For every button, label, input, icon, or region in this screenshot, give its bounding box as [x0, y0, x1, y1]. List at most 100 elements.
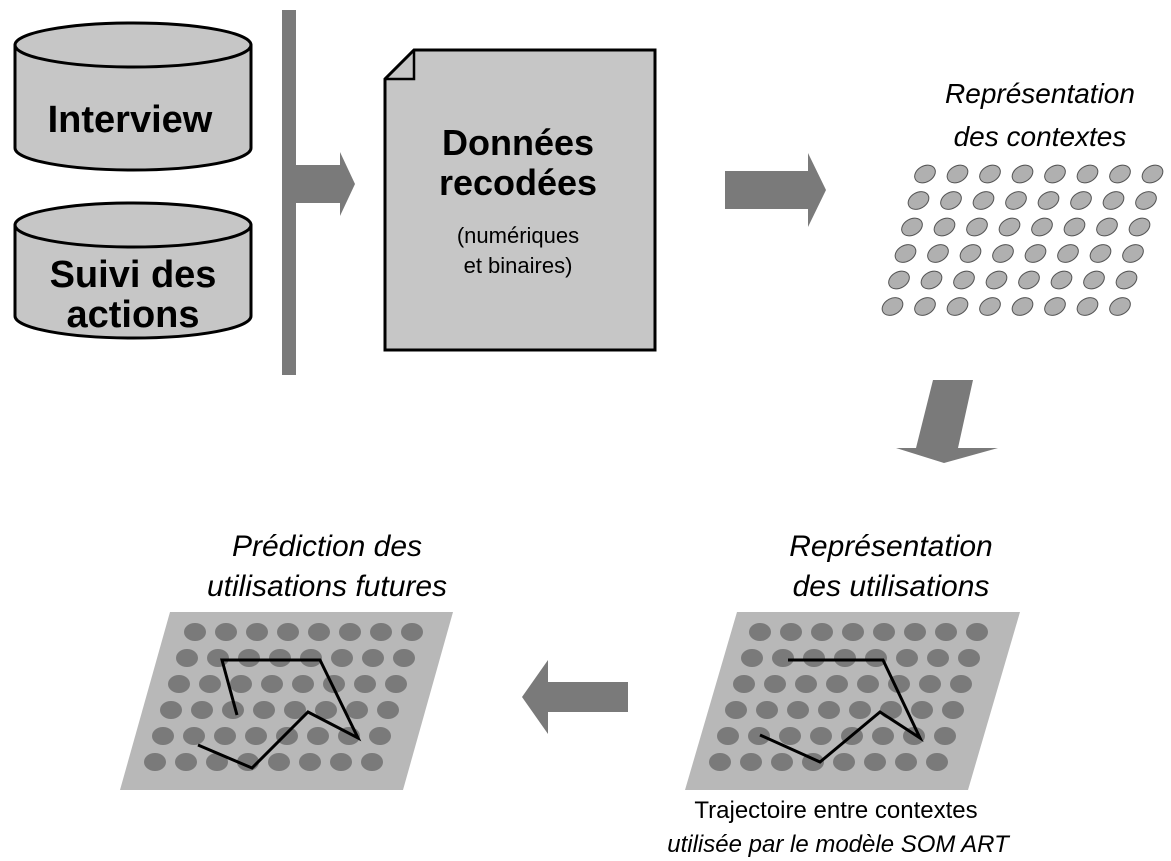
map-node: [346, 701, 368, 719]
map-node: [183, 727, 205, 745]
map-node: [377, 701, 399, 719]
map-node: [780, 623, 802, 641]
map-node: [833, 753, 855, 771]
map-node: [756, 701, 778, 719]
context-node: [1063, 217, 1086, 237]
context-node: [927, 244, 949, 263]
context-node: [881, 297, 904, 316]
map-node: [795, 675, 817, 693]
context-node: [1089, 244, 1112, 263]
map-node: [315, 701, 337, 719]
context-node: [1044, 297, 1066, 316]
map-node: [370, 623, 392, 641]
context-node: [1096, 217, 1118, 237]
document-subtitle-line1: (numériques: [457, 223, 579, 248]
map-node: [725, 701, 747, 719]
context-node: [1102, 191, 1125, 210]
arrow-to-document: [296, 152, 355, 216]
map-node: [246, 623, 268, 641]
context-node: [1018, 270, 1040, 290]
map-node: [191, 701, 213, 719]
usages-trajectory: [759, 658, 924, 764]
map-node: [849, 701, 871, 719]
map-node: [771, 753, 793, 771]
context-node: [894, 244, 917, 263]
map-node: [299, 753, 321, 771]
map-node: [261, 675, 283, 693]
map-node: [152, 727, 174, 745]
map-node: [160, 701, 182, 719]
map-node: [214, 727, 236, 745]
context-node: [933, 217, 956, 237]
map-node: [269, 649, 291, 667]
map-node: [810, 727, 832, 745]
document-title-line1: Données: [442, 122, 594, 163]
map-node: [919, 675, 941, 693]
context-node: [966, 217, 988, 237]
map-node: [709, 753, 731, 771]
map-node: [950, 675, 972, 693]
map-node: [331, 649, 353, 667]
map-node: [864, 753, 886, 771]
map-node: [354, 675, 376, 693]
usages-node-grid: [709, 623, 988, 771]
map-node: [740, 753, 762, 771]
contexts-label-line2: des contextes: [954, 121, 1127, 152]
context-node: [1083, 270, 1105, 290]
map-node: [369, 727, 391, 745]
context-node: [1031, 217, 1053, 237]
context-node: [979, 297, 1001, 316]
map-node: [834, 649, 856, 667]
map-node: [818, 701, 840, 719]
map-node: [927, 649, 949, 667]
map-node: [362, 649, 384, 667]
context-node: [920, 270, 943, 290]
context-node: [1122, 244, 1144, 263]
context-node: [907, 191, 930, 210]
context-node: [1057, 244, 1079, 263]
context-node: [1050, 270, 1073, 290]
prediction-label-line1: Prédiction des: [232, 530, 422, 563]
context-node: [1128, 217, 1151, 237]
map-node: [206, 753, 228, 771]
prediction-trajectory: [197, 658, 362, 770]
map-node: [184, 623, 206, 641]
context-node: [985, 270, 1008, 290]
map-node: [895, 753, 917, 771]
context-node: [1109, 164, 1131, 184]
context-node: [992, 244, 1014, 263]
context-node: [1109, 297, 1131, 316]
context-node: [1044, 164, 1066, 184]
map-node: [308, 623, 330, 641]
map-node: [215, 623, 237, 641]
map-node: [222, 701, 244, 719]
context-node: [888, 270, 910, 290]
map-node: [238, 649, 260, 667]
map-node: [339, 623, 361, 641]
arrow-to-prediction: [522, 660, 628, 734]
context-node: [998, 217, 1021, 237]
map-node: [717, 727, 739, 745]
map-node: [880, 701, 902, 719]
map-node: [733, 675, 755, 693]
map-node: [268, 753, 290, 771]
context-node: [1076, 164, 1099, 184]
context-node: [946, 164, 969, 184]
context-node: [946, 297, 969, 316]
map-node: [748, 727, 770, 745]
map-node: [401, 623, 423, 641]
prediction-map: [120, 612, 453, 790]
map-node: [904, 623, 926, 641]
map-node: [749, 623, 771, 641]
context-node: [1011, 164, 1034, 184]
map-node: [911, 701, 933, 719]
context-node: [1037, 191, 1060, 210]
map-node: [787, 701, 809, 719]
usages-label-line1: Représentation: [789, 530, 992, 563]
map-node: [245, 727, 267, 745]
context-node: [1024, 244, 1047, 263]
map-node: [176, 649, 198, 667]
context-node: [972, 191, 995, 210]
map-node: [811, 623, 833, 641]
